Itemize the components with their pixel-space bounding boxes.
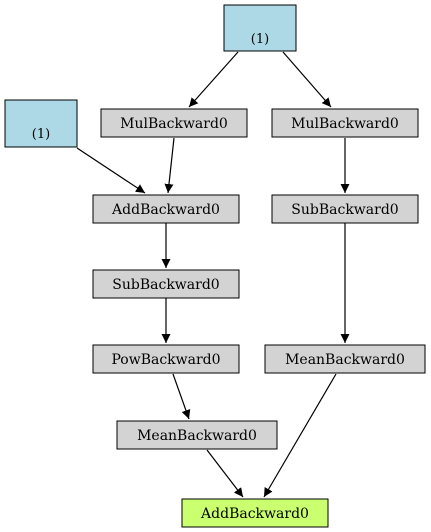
edge-pow-to-mean-left	[172, 373, 191, 420]
node-mean-left-label: MeanBackward0	[137, 428, 257, 444]
edge-mean-right-to-add-out	[263, 373, 337, 498]
node-mean-left-box	[116, 420, 278, 450]
edge-mul-left-to-add-mid	[164, 137, 175, 194]
node-add-out: AddBackward0	[181, 498, 329, 528]
node-add-mid-label: AddBackward0	[111, 202, 220, 218]
node-mul-left: MulBackward0	[100, 108, 248, 138]
edge-leaf-top-to-mul-right	[282, 51, 332, 108]
edge-leaf-left-to-add-mid	[76, 147, 146, 194]
edge-leaf-top-to-mul-left	[188, 51, 239, 108]
node-sub-left: SubBackward0	[92, 269, 240, 299]
edge-mean-left-to-add-out	[206, 449, 244, 498]
node-add-out-label: AddBackward0	[200, 506, 309, 522]
node-mul-right-box	[271, 108, 419, 138]
edges	[76, 51, 350, 498]
leaf-node-left: (1)	[4, 99, 78, 148]
node-add-out-box	[181, 498, 329, 528]
leaf-node-left-label: (1)	[32, 127, 50, 142]
node-pow: PowBackward0	[92, 344, 240, 374]
node-sub-left-box	[92, 269, 240, 299]
node-add-mid: AddBackward0	[92, 194, 240, 224]
leaf-node-left-box	[4, 99, 78, 148]
leaf-node-top: (1)	[223, 4, 297, 52]
node-mul-right: MulBackward0	[271, 108, 419, 138]
node-mean-right-box	[264, 344, 426, 374]
node-mul-left-label: MulBackward0	[120, 116, 228, 132]
node-pow-label: PowBackward0	[111, 352, 220, 368]
node-sub-left-label: SubBackward0	[112, 277, 219, 293]
node-mean-right: MeanBackward0	[264, 344, 426, 374]
node-sub-right-label: SubBackward0	[291, 202, 398, 218]
node-mean-left: MeanBackward0	[116, 420, 278, 450]
node-pow-box	[92, 344, 240, 374]
node-mul-right-label: MulBackward0	[291, 116, 399, 132]
leaf-node-top-label: (1)	[251, 32, 269, 47]
node-sub-right: SubBackward0	[271, 194, 419, 224]
node-add-mid-box	[92, 194, 240, 224]
node-sub-right-box	[271, 194, 419, 224]
node-mul-left-box	[100, 108, 248, 138]
node-mean-right-label: MeanBackward0	[285, 352, 405, 368]
leaf-node-top-box	[223, 4, 297, 52]
